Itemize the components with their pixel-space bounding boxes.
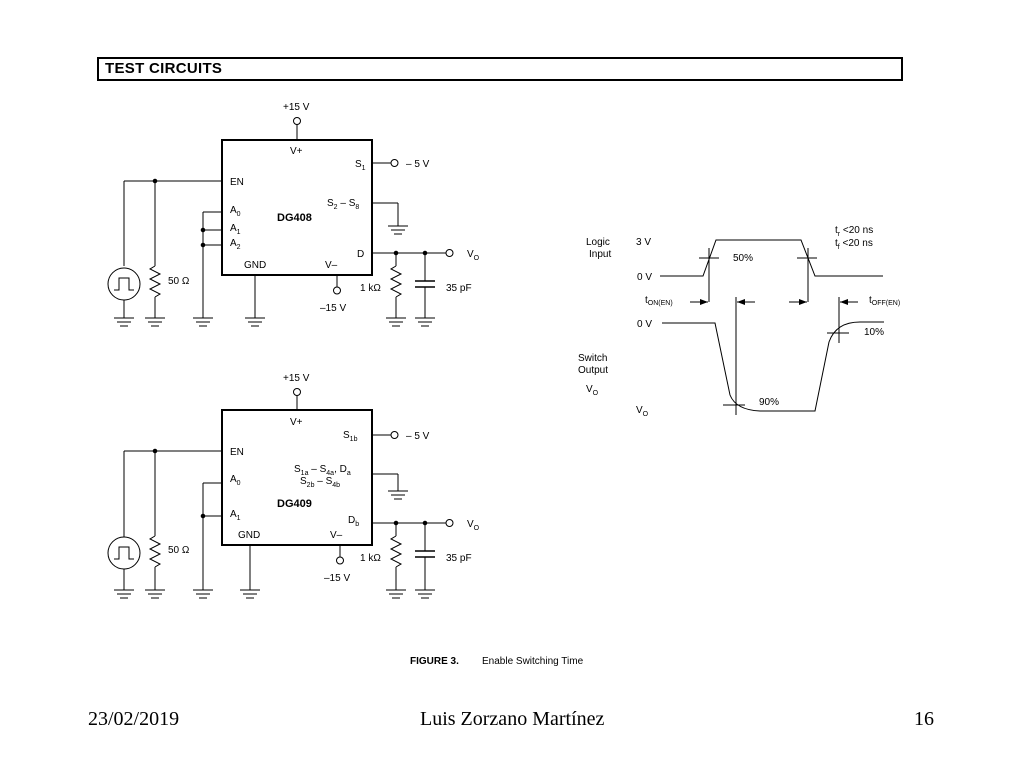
pin-d: D — [357, 249, 364, 260]
label-vo-1: VO — [586, 384, 599, 397]
label-50ohm-bottom: 50 Ω — [168, 545, 190, 556]
section-title: TEST CIRCUITS — [105, 60, 223, 77]
label-50ohm-top: 50 Ω — [168, 276, 190, 287]
label-90pct: 90% — [759, 397, 779, 408]
label-1k-bottom: 1 kΩ — [360, 553, 381, 564]
pin-s1b: S1b — [343, 430, 358, 443]
pin-s1: S1 — [355, 159, 366, 172]
pin-vminus: V– — [325, 260, 338, 271]
pin-en-b: EN — [230, 447, 244, 458]
label-35pf-top: 35 pF — [446, 283, 472, 294]
label-toff: tOFF(EN) — [869, 295, 900, 307]
circuit-dg409 — [107, 388, 454, 599]
label-logic: Logic — [586, 237, 610, 248]
timing-diagram — [660, 239, 884, 415]
terminal-minus5v — [390, 159, 399, 167]
terminal-plus15v — [293, 117, 301, 125]
pin-a2: A2 — [230, 238, 241, 251]
terminal-plus15v-b — [293, 388, 301, 396]
label-minus5v-b: – 5 V — [406, 431, 430, 442]
logic-input-waveform — [660, 239, 883, 277]
label-minus15v: –15 V — [320, 303, 346, 314]
label-plus15v: +15 V — [283, 102, 310, 113]
label-vo-bottom: VO — [467, 519, 480, 532]
label-switch: Switch — [578, 353, 607, 364]
pin-gnd: GND — [244, 260, 266, 271]
label-vo-top: VO — [467, 249, 480, 262]
terminal-minus5v-b — [390, 431, 399, 439]
pin-s1a-s4a-da: S1a – S4a, Da — [294, 464, 351, 477]
label-tr: tr <20 ns — [835, 225, 873, 238]
pin-s2b-s4b: S2b – S4b — [300, 476, 340, 489]
label-1k-top: 1 kΩ — [360, 283, 381, 294]
pin-a0: A0 — [230, 205, 241, 218]
figure-caption: Enable Switching Time — [482, 656, 584, 667]
label-plus15v-b: +15 V — [283, 373, 310, 384]
pulse-generator-top — [107, 267, 141, 301]
pin-s2-s8: S2 – S8 — [327, 198, 359, 211]
pin-a1: A1 — [230, 223, 241, 236]
label-output: Output — [578, 365, 608, 376]
pin-a1-b: A1 — [230, 509, 241, 522]
label-0v-bottom: 0 V — [637, 319, 652, 330]
pin-vminus-b: V– — [330, 530, 343, 541]
resistor-50ohm-bottom — [148, 535, 162, 568]
resistor-1k-bottom — [389, 535, 403, 568]
label-ton: tON(EN) — [645, 295, 673, 307]
terminal-vo-top — [445, 249, 454, 257]
figure-label: FIGURE 3. — [410, 656, 459, 667]
label-tf: tf <20 ns — [835, 238, 873, 251]
pin-gnd-b: GND — [238, 530, 260, 541]
label-50pct: 50% — [733, 253, 753, 264]
chip-name-dg409: DG409 — [277, 498, 312, 510]
slide-number: 16 — [914, 708, 934, 730]
pulse-generator-bottom — [107, 536, 141, 570]
footer-author: Luis Zorzano Martínez — [420, 708, 605, 730]
section-header-box: TEST CIRCUITS — [97, 57, 903, 81]
resistor-50ohm-top — [148, 265, 162, 298]
resistor-1k-top — [389, 265, 403, 298]
footer-date: 23/02/2019 — [88, 708, 180, 730]
pin-vplus-b: V+ — [290, 417, 303, 428]
terminal-minus15v — [333, 286, 341, 295]
switch-output-waveform — [662, 321, 884, 412]
label-minus5v: – 5 V — [406, 159, 430, 170]
pin-a0-b: A0 — [230, 474, 241, 487]
chip-name-dg408: DG408 — [277, 212, 312, 224]
label-input: Input — [589, 249, 611, 260]
label-0v-top: 0 V — [637, 272, 652, 283]
label-3v: 3 V — [636, 237, 651, 248]
pin-db: Db — [348, 515, 359, 528]
circuit-dg408 — [107, 117, 454, 327]
label-35pf-bottom: 35 pF — [446, 553, 472, 564]
label-vo-2: VO — [636, 405, 649, 418]
pin-vplus: V+ — [290, 146, 303, 157]
terminal-vo-bottom — [445, 519, 454, 527]
terminal-minus15v-b — [336, 556, 344, 565]
pin-en: EN — [230, 177, 244, 188]
label-10pct: 10% — [864, 327, 884, 338]
label-minus15v-b: –15 V — [324, 573, 350, 584]
